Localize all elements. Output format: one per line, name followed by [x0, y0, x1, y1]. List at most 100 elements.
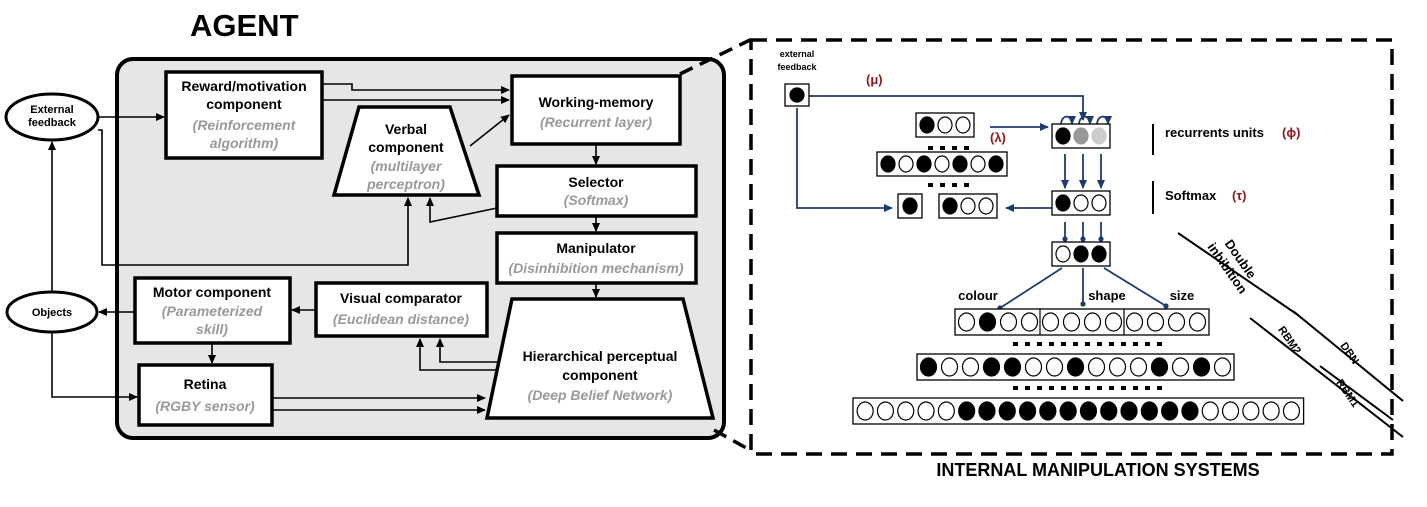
- verbal-output-dot: [940, 183, 945, 187]
- feature-layer-unit: [1020, 312, 1039, 332]
- retina-sub: (RGBY sensor): [155, 398, 255, 414]
- feature-dot: [1061, 342, 1066, 346]
- external-feedback-node: External feedback: [4, 92, 100, 142]
- dbn-bar-top: [1292, 310, 1404, 402]
- hidden2-dot: [1013, 386, 1018, 390]
- verbal-output-dot: [952, 183, 957, 187]
- manipulator-sub: (Disinhibition mechanism): [508, 260, 683, 276]
- colour-label: colour: [958, 288, 998, 303]
- perceptual-title-2: component: [562, 367, 638, 383]
- selector-component: Selector (Softmax): [495, 164, 698, 218]
- reward-sub-2: algorithm): [210, 135, 279, 151]
- feature-layer-unit: [957, 312, 976, 332]
- hidden1-layer-unit: [1262, 401, 1280, 421]
- verbal-title-2: component: [368, 139, 444, 155]
- hidden2-layer-unit: [1213, 357, 1232, 377]
- hidden2-dot: [1097, 386, 1102, 390]
- hidden2-layer-unit: [919, 357, 938, 377]
- softmax-layer-unit: [1073, 194, 1089, 212]
- hidden2-layer-unit: [1024, 357, 1043, 377]
- shape-label: shape: [1088, 288, 1126, 303]
- feature-dot: [1025, 342, 1030, 346]
- internal-external-feedback-1: external: [780, 49, 815, 59]
- hidden1-layer-unit: [1018, 401, 1037, 421]
- hidden2-layer-unit: [961, 357, 980, 377]
- feature-layer-unit: [999, 312, 1018, 332]
- external-feedback-label-1: External: [30, 104, 73, 116]
- reward-sub-1: (Reinforcement: [193, 117, 297, 133]
- agent-connections: [48, 83, 600, 414]
- verbal-title-1: Verbal: [385, 121, 427, 137]
- internal-connections: [796, 95, 1169, 311]
- hidden1-layer-unit: [1100, 401, 1118, 421]
- disinhibition-layer-unit: [1055, 245, 1071, 263]
- feature-dot: [1121, 342, 1126, 346]
- dbn-bar-left: [1249, 317, 1404, 438]
- internal-external-feedback-2: feedback: [777, 62, 817, 72]
- feature-dot: [1085, 342, 1090, 346]
- feature-dot: [1157, 342, 1162, 346]
- verbal-component: Verbal component (multilayer perceptron): [331, 105, 482, 197]
- phi-param: (ϕ): [1282, 125, 1300, 140]
- disinhibition-layer-unit: [1073, 245, 1089, 263]
- working-memory-title: Working-memory: [539, 94, 654, 110]
- double-inhibition-bar: [1177, 232, 1299, 316]
- recurrent-label: recurrents units: [1165, 125, 1264, 140]
- reward-title-1: Reward/motivation: [181, 78, 306, 94]
- lambda-param: (λ): [990, 130, 1006, 145]
- feature-layer-unit: [1104, 312, 1123, 332]
- ext-feedback-unit-unit: [789, 87, 805, 103]
- motor-sub-2: skill): [196, 321, 228, 337]
- hidden2-layer-unit: [982, 357, 1001, 377]
- hidden2-dot: [1109, 386, 1114, 390]
- perceptual-title-1: Hierarchical perceptual: [523, 348, 678, 364]
- hidden2-layer-unit: [1129, 357, 1148, 377]
- hidden1-layer-unit: [856, 401, 874, 421]
- hidden2-dot: [1157, 386, 1162, 390]
- zoom-line-bottom: [713, 428, 751, 452]
- verbal-output-layer-unit: [988, 155, 1004, 173]
- retina-title: Retina: [184, 376, 227, 392]
- verbal-sub-1: (multilayer: [371, 158, 443, 174]
- feature-dot: [1049, 342, 1054, 346]
- feature-layer-box: [954, 308, 1210, 336]
- external-feedback-label-2: feedback: [28, 117, 77, 129]
- hidden2-layer-unit: [1066, 357, 1085, 377]
- softmax-layer-unit: [1091, 194, 1107, 212]
- manipulator-component: Manipulator (Disinhibition mechanism): [495, 231, 698, 285]
- reward-component: Reward/motivation component (Reinforceme…: [164, 70, 324, 160]
- hidden2-layer-unit: [1150, 357, 1169, 377]
- hidden1-layer-unit: [998, 401, 1016, 421]
- hidden1-layer-unit: [917, 401, 935, 421]
- feature-layer-unit: [1041, 312, 1060, 332]
- verbal-input-layer-unit: [955, 116, 971, 134]
- motor-component: Motor component (Parameterized skill): [133, 276, 292, 345]
- verbal-input-dot: [952, 146, 957, 150]
- verbal-sub-2: perceptron): [366, 176, 445, 192]
- hidden1-layer-unit: [1282, 401, 1301, 421]
- hidden2-layer-unit: [940, 357, 959, 377]
- reward-title-2: component: [206, 96, 282, 112]
- objects-label: Objects: [32, 307, 72, 319]
- feature-dot: [1109, 342, 1114, 346]
- hidden1-layer-unit: [1201, 401, 1219, 421]
- feature-layer-unit: [1062, 312, 1081, 332]
- hidden2-dot: [1061, 386, 1066, 390]
- recurrent-layer-unit: [1055, 127, 1071, 145]
- verbal-input-dot: [940, 146, 945, 150]
- selector-title: Selector: [568, 174, 624, 190]
- selector-output-layer-unit: [960, 197, 976, 215]
- perceptual-component: Hierarchical perceptual component (Deep …: [484, 297, 716, 420]
- feature-dot: [1097, 342, 1102, 346]
- feature-dot: [1133, 342, 1138, 346]
- objects-node: Objects: [5, 290, 99, 334]
- verbal-output-layer-unit: [880, 155, 896, 173]
- working-memory-sub: (Recurrent layer): [540, 114, 652, 130]
- hidden1-layer-unit: [958, 401, 976, 421]
- verbal-input-layer-unit: [919, 116, 935, 134]
- selector-sub: (Softmax): [564, 192, 629, 208]
- selector-output-layer-unit: [942, 197, 958, 215]
- hidden1-layer-unit: [1039, 401, 1057, 421]
- hidden1-layer-unit: [1059, 401, 1077, 421]
